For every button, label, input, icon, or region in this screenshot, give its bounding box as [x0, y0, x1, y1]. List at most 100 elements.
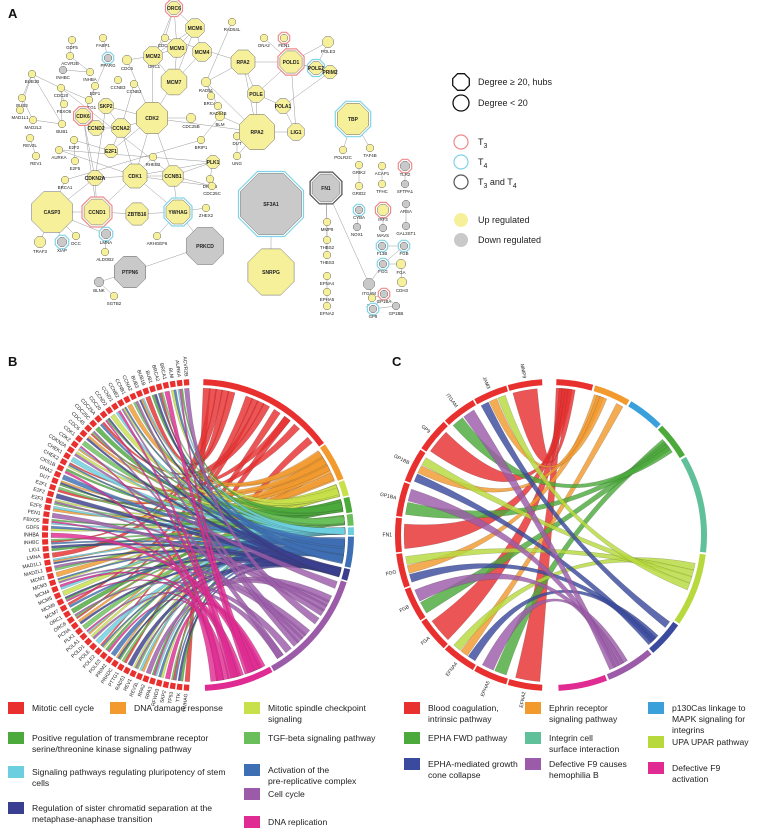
network-node-ccnd2[interactable]: CCND2 [87, 120, 105, 136]
chord-b-gene-arc[interactable] [111, 659, 119, 668]
chord-b-gene-arc[interactable] [84, 637, 93, 646]
chord-b-term-arc[interactable] [203, 379, 324, 447]
chord-c-gene-arc[interactable] [396, 553, 410, 588]
chord-b-gene-arc[interactable] [105, 655, 114, 664]
chord-b-gene-arc[interactable] [43, 511, 50, 518]
chord-b-gene-arc[interactable] [135, 389, 144, 398]
network-node-prkcd[interactable]: PRKCD [186, 227, 224, 265]
network-node-ptpn6[interactable]: PTPN6 [114, 256, 146, 288]
chord-b-gene-arc[interactable] [45, 497, 53, 504]
network-node-ccnb1[interactable]: CCNB1 [162, 165, 184, 187]
network-node-efna4[interactable]: EFNA4 [320, 272, 335, 286]
network-node-aurka[interactable]: AURKA [51, 146, 67, 160]
network-node-plk1[interactable]: PLK1 [206, 155, 220, 169]
chord-b-gene-arc[interactable] [70, 621, 79, 630]
network-node-xiap[interactable]: XIAP [54, 234, 70, 253]
network-node-fen1[interactable]: FEN1 [277, 31, 291, 48]
network-node-nox1[interactable]: NOX1 [351, 223, 364, 237]
network-node-brip1[interactable]: BRIP1 [195, 136, 208, 150]
network-node-mmp9[interactable]: MMP9 [321, 218, 334, 232]
chord-b-term-arc[interactable] [341, 568, 351, 581]
network-node-cyba[interactable]: CYBA [352, 203, 366, 220]
chord-c-gene-arc[interactable] [404, 449, 426, 483]
chord-b-term-arc[interactable] [343, 496, 353, 514]
chord-b-gene-arc[interactable] [183, 684, 190, 691]
chord-b-gene-arc[interactable] [94, 414, 103, 423]
chord-b-gene-arc[interactable] [99, 410, 108, 419]
chord-b-gene-arc[interactable] [47, 490, 55, 498]
network-node-bub1[interactable]: BUB1 [56, 120, 68, 134]
chord-c-gene-arc[interactable] [395, 517, 402, 553]
chord-b-gene-arc[interactable] [105, 406, 114, 415]
network-node-ccnb3[interactable]: CCNB3 [111, 76, 126, 90]
network-node-dcc[interactable]: DCC [71, 232, 81, 246]
chord-b-gene-arc[interactable] [44, 504, 51, 511]
network-node-mavs[interactable]: MAVS [377, 224, 389, 238]
network-node-prim2[interactable]: PRIM2 [322, 65, 338, 79]
chord-b-gene-arc[interactable] [59, 458, 68, 466]
chord-b-gene-arc[interactable] [129, 392, 137, 401]
network-node-sf3a1[interactable]: SF3A1 [237, 170, 305, 238]
network-node-traf3[interactable]: TRAF3 [33, 236, 48, 255]
network-node-tfhc[interactable]: TFHC [376, 180, 388, 194]
chord-b-gene-arc[interactable] [99, 651, 108, 660]
chord-b-gene-arc[interactable] [70, 440, 79, 449]
chord-b-gene-arc[interactable] [44, 559, 51, 566]
chord-b-gene-arc[interactable] [176, 379, 183, 387]
network-node-tbp[interactable]: TBP [334, 100, 372, 138]
network-node-cdc6[interactable]: CDC6 [121, 55, 134, 71]
network-node-blm[interactable]: BLM [215, 111, 225, 127]
chord-c-gene-arc[interactable] [474, 665, 508, 685]
network-node-itgam[interactable]: ITGAM [362, 278, 376, 297]
network-node-gal3st1[interactable]: GAL3ST1 [396, 222, 416, 236]
network-node-fgg[interactable]: FGG [376, 257, 390, 274]
network-node-cdkn2a[interactable]: CDKN2A [85, 170, 106, 186]
network-node-acap1[interactable]: ACAP1 [375, 162, 390, 176]
network-node-arsa[interactable]: ARSA [400, 200, 412, 214]
chord-c-term-arc[interactable] [649, 621, 679, 653]
chord-b-term-arc[interactable] [204, 666, 273, 691]
chord-c-term-arc[interactable] [558, 674, 608, 691]
network-node-cdc25c[interactable]: CDC25C [203, 182, 221, 196]
chord-c-gene-arc[interactable] [421, 618, 448, 649]
chord-b-gene-arc[interactable] [176, 683, 183, 691]
network-node-rev1[interactable]: REV1 [30, 152, 42, 166]
network-node-cdk6[interactable]: CDK6 [72, 105, 94, 127]
network-node-orc6[interactable]: ORC6 [164, 0, 184, 18]
chord-c-gene-arc[interactable] [474, 385, 508, 405]
chord-b-gene-arc[interactable] [123, 395, 131, 404]
chord-b-gene-arc[interactable] [79, 632, 88, 641]
network-node-mcm2[interactable]: MCM2 [143, 46, 163, 66]
chord-b-gene-arc[interactable] [63, 610, 72, 619]
network-node-rev3l[interactable]: REV3L [23, 134, 38, 148]
network-node-cdk1[interactable]: CDK1 [122, 163, 148, 189]
network-node-pold1[interactable]: POLD1 [277, 48, 305, 76]
network-node-acvr2b[interactable]: ACVR2B [61, 52, 79, 66]
chord-b-gene-arc[interactable] [162, 681, 170, 689]
network-node-fn1[interactable]: FN1 [309, 171, 343, 205]
chord-b-gene-arc[interactable] [63, 451, 72, 460]
chord-c-gene-arc[interactable] [421, 421, 448, 452]
chord-b-gene-arc[interactable] [149, 677, 156, 685]
network-node-e2f2[interactable]: E2F2 [69, 136, 80, 150]
network-node-taf4b[interactable]: TAF4B [363, 144, 377, 158]
chord-c-gene-arc[interactable] [444, 644, 476, 671]
network-node-fga[interactable]: FGA [396, 259, 406, 275]
network-node-blnk[interactable]: BLNK [93, 277, 105, 293]
network-node-gdf5[interactable]: GDF5 [66, 36, 78, 50]
network-node-dna2[interactable]: DNA2 [258, 34, 270, 48]
network-node-rheb2[interactable]: RHEB2 [146, 153, 161, 167]
network-node-ung[interactable]: UNG [232, 152, 242, 166]
chord-c-gene-arc[interactable] [507, 679, 543, 691]
chord-b-term-arc[interactable] [271, 580, 347, 672]
network-node-rad54l[interactable]: RAD54L [224, 18, 241, 32]
network-node-arhgef6[interactable]: ARHGEF6 [147, 232, 168, 246]
chord-b-gene-arc[interactable] [142, 387, 150, 395]
chord-b-gene-arc[interactable] [66, 446, 75, 454]
network-node-tlr2[interactable]: TLR2 [397, 158, 413, 177]
network-node-e2f1b[interactable]: E2F1 [104, 144, 118, 158]
chord-b-term-arc[interactable] [338, 480, 349, 497]
network-node-epha5[interactable]: EPHA5 [320, 288, 335, 302]
chord-b-term-arc[interactable] [347, 527, 354, 535]
chord-c-term-arc[interactable] [556, 379, 594, 391]
